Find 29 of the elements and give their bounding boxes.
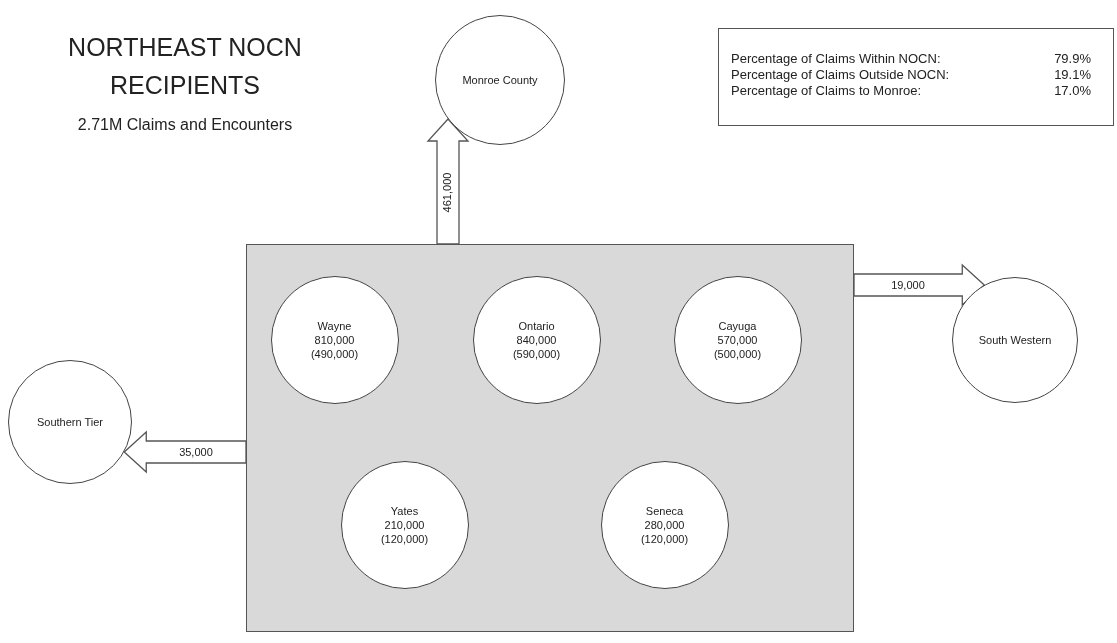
stat-value: 79.9% [1053, 51, 1091, 67]
region-box [246, 244, 854, 632]
circle-label: 570,000 [717, 332, 758, 347]
stat-value: 17.0% [1053, 83, 1091, 99]
circle-label: (120,000) [380, 531, 429, 546]
circle-label: South Western [978, 333, 1052, 347]
diagram-title: NORTHEAST NOCN RECIPIENTS [67, 32, 303, 101]
circle-label: 840,000 [516, 332, 557, 347]
circle-label: Wayne [317, 318, 352, 333]
circle-label: (500,000) [713, 346, 762, 361]
stat-label: Percentage of Claims Outside NOCN: [731, 67, 951, 83]
circle-label: 810,000 [314, 332, 355, 347]
stat-value: 19.1% [1053, 67, 1091, 83]
circle-label: Cayuga [718, 318, 757, 333]
edge-label: 461,000 [441, 172, 455, 213]
circle-label: (490,000) [310, 346, 359, 361]
subtitle: 2.71M Claims and Encounters [76, 116, 294, 134]
stat-label: Percentage of Claims to Monroe: [731, 83, 923, 99]
circle-label: (120,000) [640, 531, 689, 546]
circle-label: Yates [390, 503, 419, 518]
stat-label: Percentage of Claims Within NOCN: [731, 51, 942, 67]
circle-label: Southern Tier [36, 415, 103, 429]
circle-label: (590,000) [512, 346, 561, 361]
circle-label: Monroe County [462, 73, 538, 87]
circle-label: Seneca [645, 503, 684, 518]
circle-label: 210,000 [384, 517, 425, 532]
statistics-box [718, 28, 1114, 126]
circle-label: 280,000 [644, 517, 685, 532]
circle-label: Ontario [518, 318, 555, 333]
